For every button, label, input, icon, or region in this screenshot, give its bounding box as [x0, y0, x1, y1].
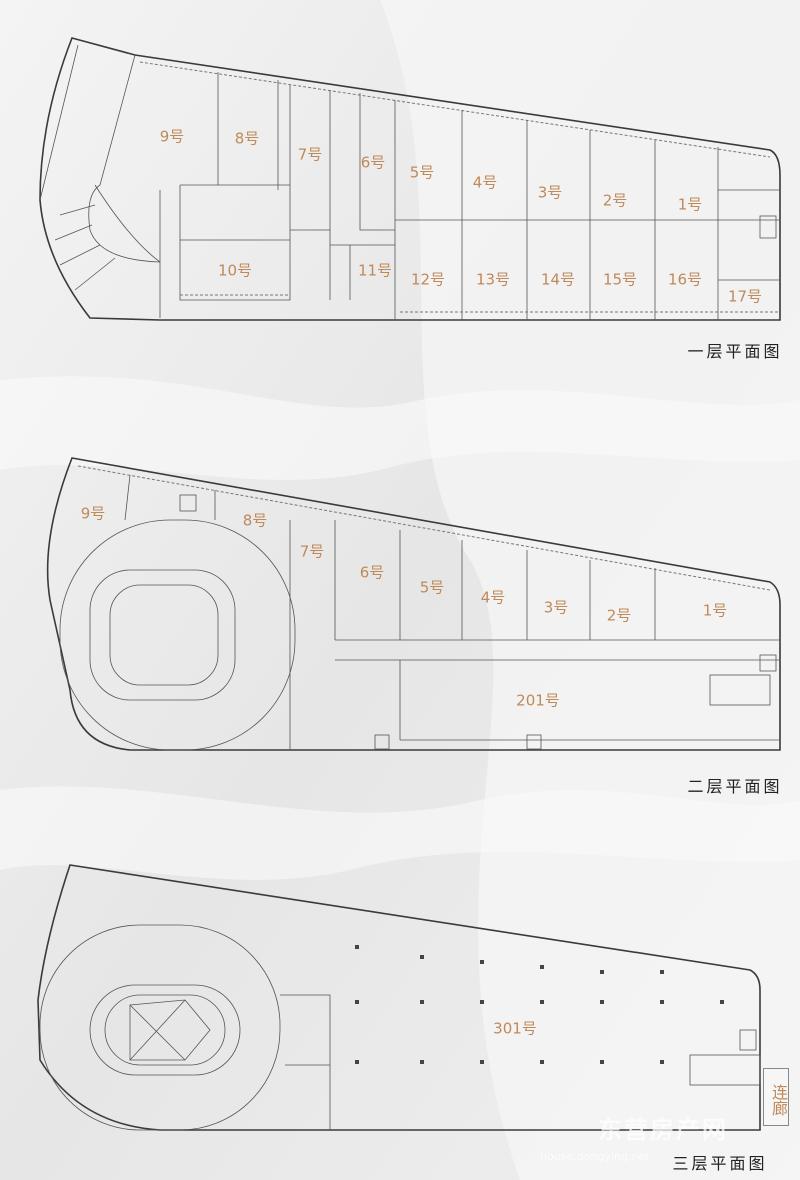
- unit-label: 8号: [242, 511, 268, 530]
- unit-label: 7号: [297, 145, 323, 164]
- unit-label: 11号: [357, 261, 393, 280]
- unit-label: 201号: [516, 691, 560, 710]
- unit-label: 16号: [667, 270, 703, 289]
- unit-label: 9号: [80, 504, 106, 523]
- unit-label: 8号: [234, 129, 260, 148]
- unit-label: 2号: [602, 191, 628, 210]
- unit-label: 4号: [472, 173, 498, 192]
- unit-label: 10号: [217, 261, 253, 280]
- unit-label: 9号: [159, 127, 185, 146]
- floor2-title: 二层平面图: [687, 777, 783, 796]
- unit-label: 301号: [493, 1019, 537, 1038]
- unit-label: 12号: [410, 270, 446, 289]
- unit-label: 4号: [480, 588, 506, 607]
- unit-label: 13号: [475, 270, 511, 289]
- floor2-plan: [46, 457, 781, 751]
- unit-label: 3号: [543, 598, 569, 617]
- watermark-url: house.dongying.net: [540, 1150, 650, 1163]
- unit-label: 3号: [537, 183, 563, 202]
- floor1-title: 一层平面图: [687, 342, 783, 361]
- floor3-plan: [37, 864, 761, 1131]
- unit-label: 14号: [540, 270, 576, 289]
- watermark: 东营房产网: [598, 1116, 728, 1144]
- unit-label: 6号: [359, 563, 385, 582]
- unit-label: 17号: [727, 287, 763, 306]
- unit-label: 15号: [602, 270, 638, 289]
- unit-label: 7号: [299, 542, 325, 561]
- corridor-label: 连廊: [763, 1068, 789, 1126]
- unit-label: 5号: [409, 163, 435, 182]
- unit-label: 6号: [360, 153, 386, 172]
- floor3-title: 三层平面图: [672, 1154, 768, 1173]
- unit-label: 5号: [419, 578, 445, 597]
- unit-label: 1号: [677, 195, 703, 214]
- floor1-plan: [39, 37, 781, 321]
- unit-label: 1号: [702, 601, 728, 620]
- unit-label: 2号: [606, 606, 632, 625]
